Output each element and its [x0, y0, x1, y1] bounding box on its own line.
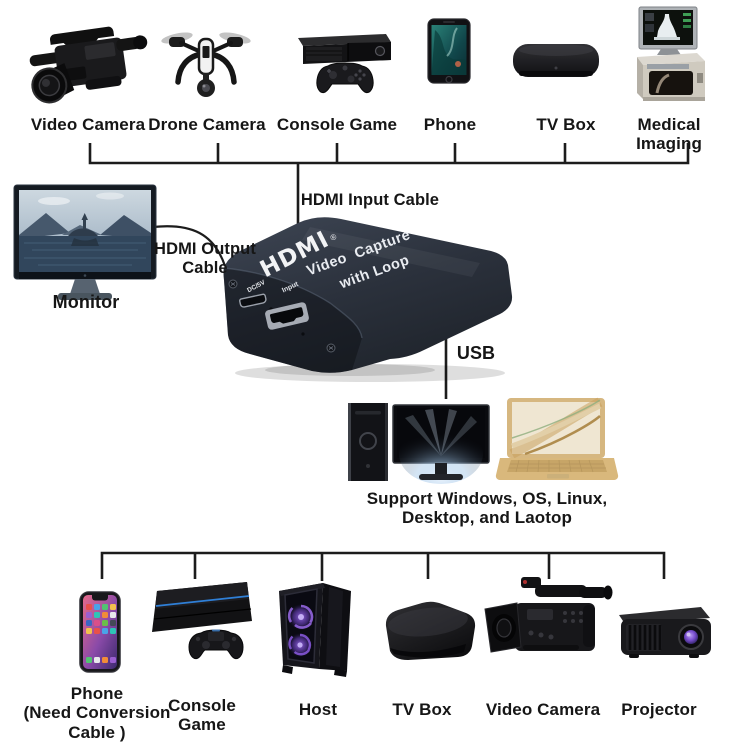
label-tv-box-bottom: TV Box	[392, 700, 452, 719]
console-game-icon	[298, 34, 391, 94]
top-bracket	[88, 143, 690, 165]
label-video-camera-bottom: Video Camera	[485, 700, 601, 719]
desktop-computer-icon	[348, 403, 490, 484]
label-projector: Projector	[621, 700, 697, 719]
video-camera-icon	[484, 577, 613, 653]
screw-icon	[228, 279, 238, 289]
game-controller-icon	[316, 62, 374, 94]
projector-icon	[619, 607, 711, 658]
label-tv-box-top: TV Box	[536, 115, 596, 134]
drone-camera-icon	[161, 32, 251, 97]
label-hdmi-output-cable: HDMI Output Cable	[154, 240, 256, 277]
game-console-icon	[152, 582, 252, 660]
support-text-line1: Support Windows, OS, Linux,	[366, 489, 608, 508]
device-logo-mark: ®	[329, 232, 338, 243]
device-body	[223, 217, 513, 373]
label-phone-top: Phone	[423, 115, 477, 134]
label-console-game-bottom: Console Game	[168, 696, 236, 735]
hdmi-output-curve	[152, 225, 227, 267]
pc-tower-icon	[279, 583, 351, 677]
label-video-camera-top: Video Camera	[30, 115, 146, 134]
support-text-line2: Desktop, and Laotop	[401, 508, 573, 527]
tv-box-icon	[385, 601, 476, 660]
screw-icon	[326, 343, 336, 353]
label-usb: USB	[456, 343, 496, 363]
monitor-icon	[13, 184, 157, 300]
label-drone-camera: Drone Camera	[148, 115, 266, 134]
label-console-game-top: Console Game	[276, 115, 398, 134]
label-monitor: Monitor	[52, 292, 120, 312]
hdmi-port	[265, 302, 309, 330]
laptop-icon	[495, 397, 619, 481]
video-camera-icon	[29, 26, 148, 104]
capture-device: HDMI ® Video Capture with Loop DC/5V Inp…	[223, 217, 513, 382]
bottom-bracket	[100, 551, 666, 579]
label-host: Host	[298, 700, 338, 719]
label-medical-imaging: Medical Imaging	[636, 115, 702, 154]
medical-imaging-icon	[637, 6, 705, 101]
micro-usb-port	[239, 293, 267, 308]
dualshock-controller-icon	[188, 629, 244, 660]
tv-box-icon	[513, 44, 599, 77]
phone-icon	[427, 18, 471, 84]
label-hdmi-input-cable: HDMI Input Cable	[300, 191, 440, 209]
label-phone-bottom: Phone (Need Conversion Cable )	[23, 684, 171, 742]
smartphone-icon	[79, 591, 121, 673]
